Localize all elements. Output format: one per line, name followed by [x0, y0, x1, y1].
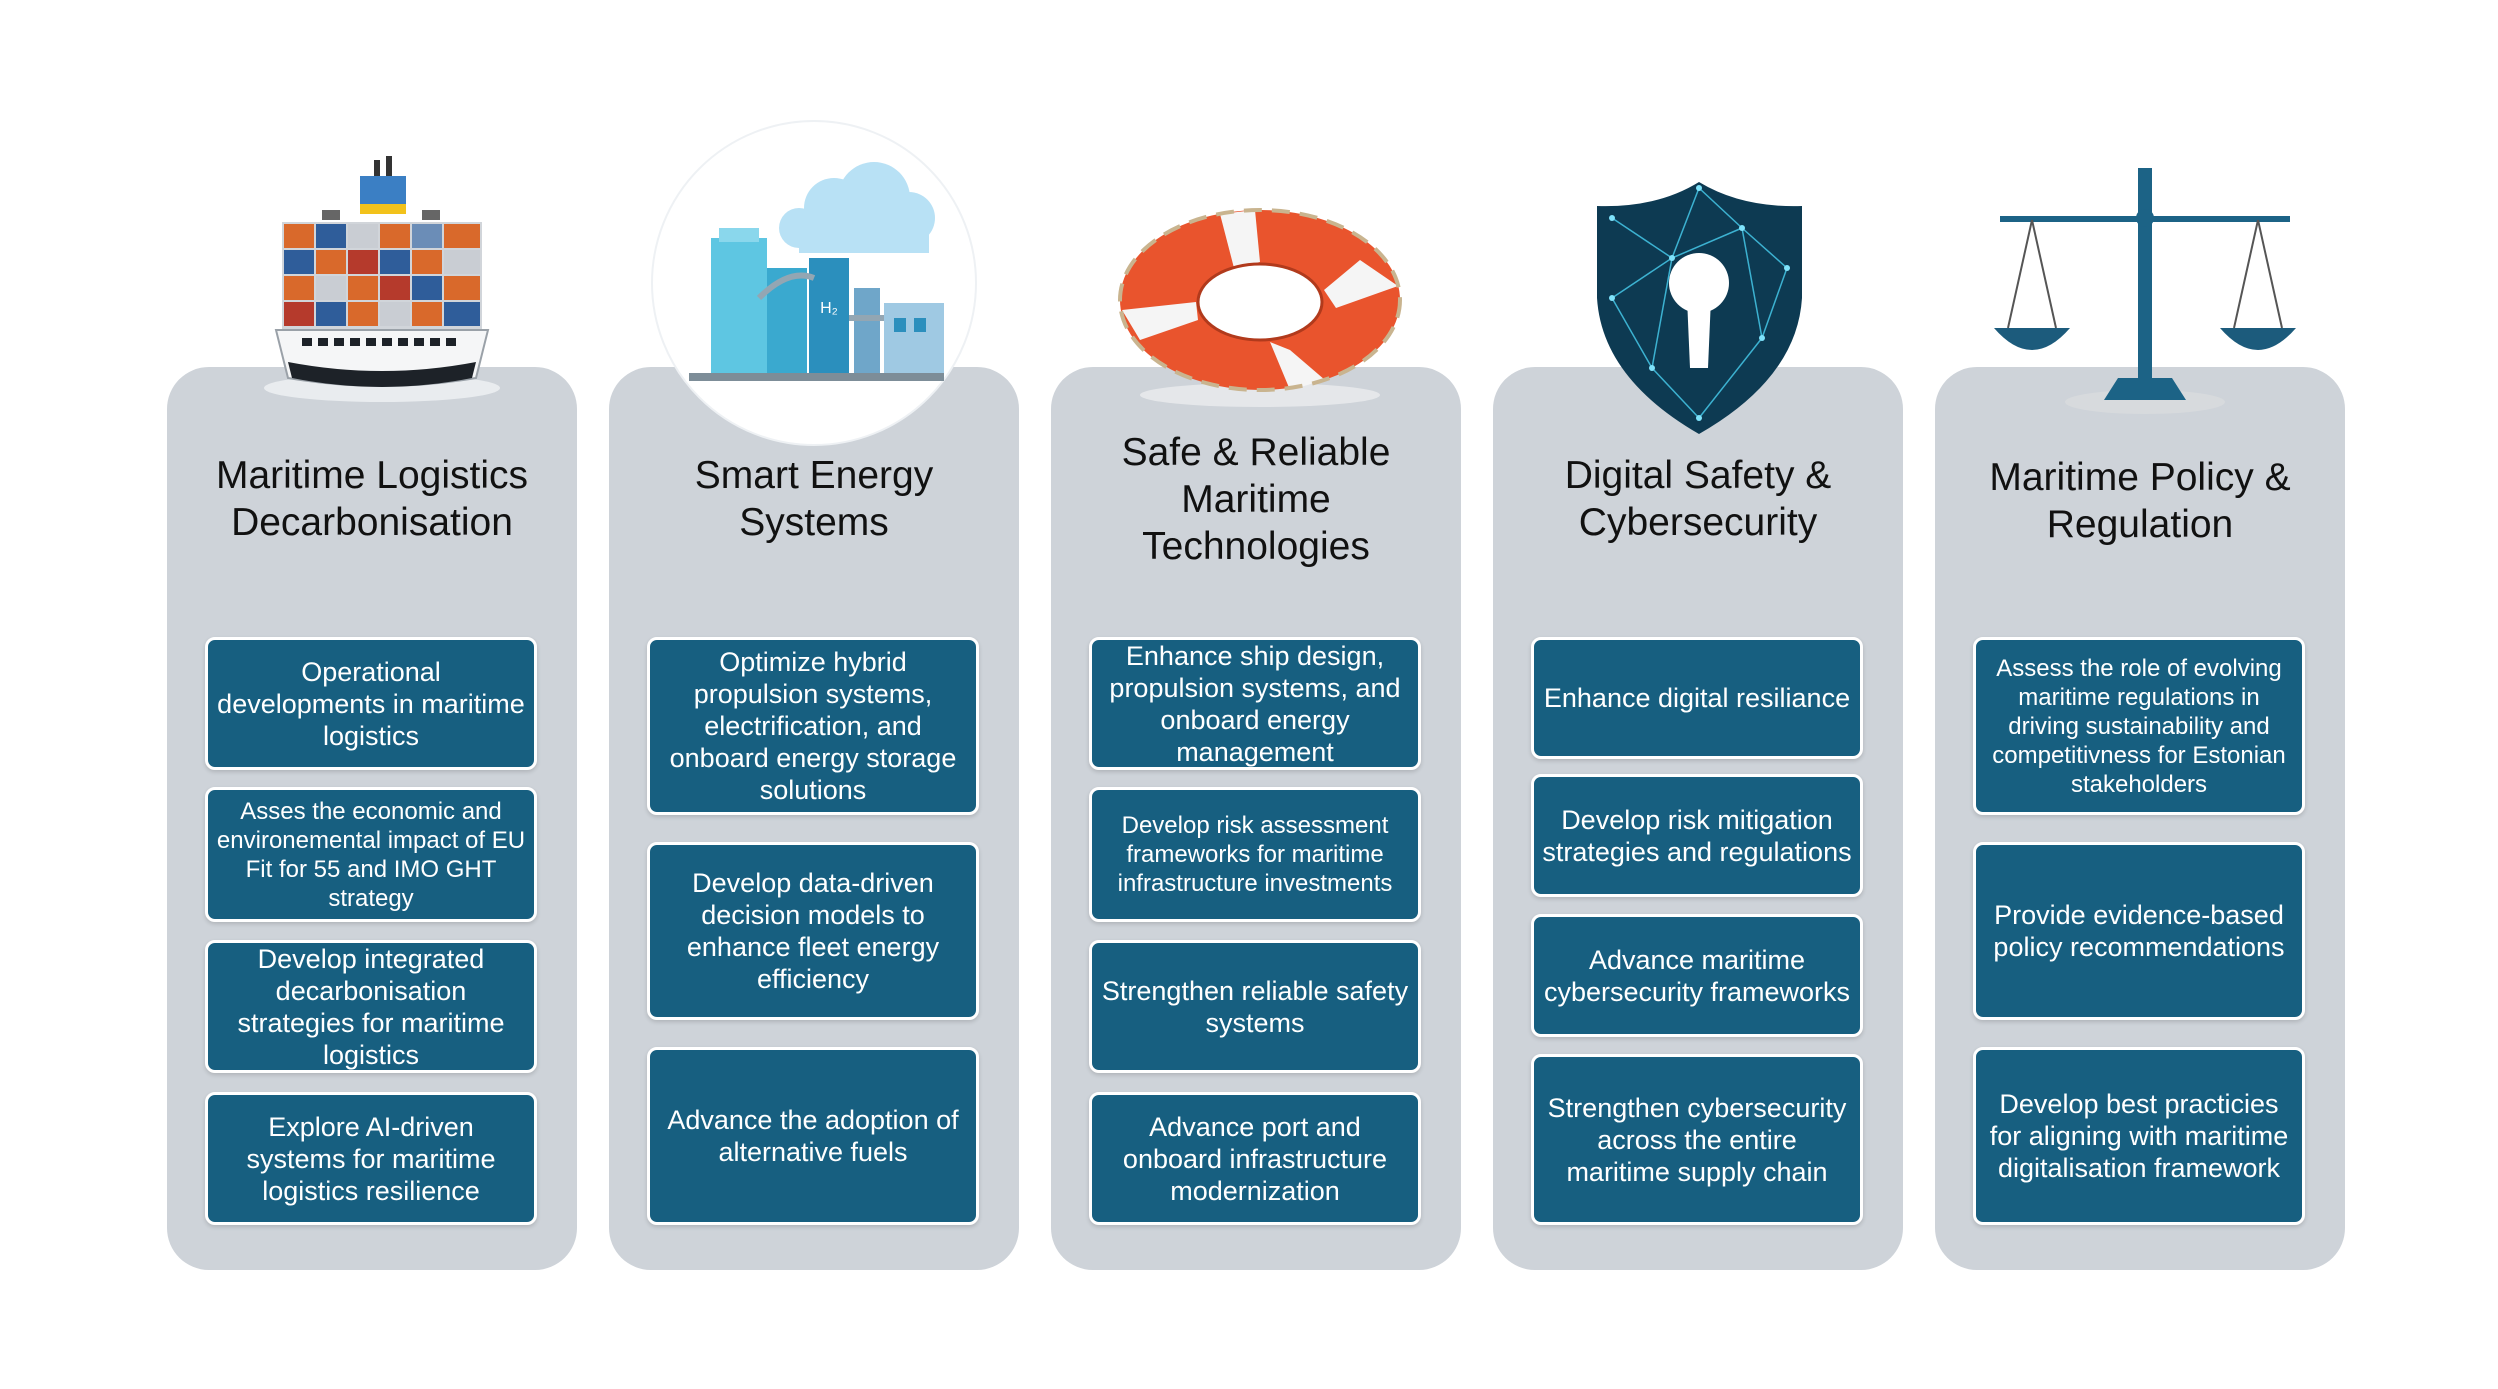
column-maritime-policy: Maritime Policy & Regulation Assess the … — [1935, 367, 2345, 1270]
shield-keyhole-icon — [1597, 182, 1802, 434]
list-item-text: Operational developments in maritime log… — [217, 656, 525, 751]
list-item: Assess the role of evolving maritime reg… — [1973, 637, 2305, 815]
list-item-text: Advance port and onboard infrastructure … — [1122, 1111, 1388, 1206]
h2-label: H₂ — [820, 300, 838, 317]
list-item: Asses the economic and environemental im… — [205, 787, 537, 922]
column-title: Smart Energy Systems — [694, 454, 934, 544]
list-item-text: Advance the adoption of alternative fuel… — [667, 1105, 959, 1167]
list-item: Advance maritime cybersecurity framework… — [1531, 914, 1863, 1037]
list-item: Develop data-driven decision models to e… — [647, 842, 979, 1020]
list-item-text: Enhance ship design, propulsion systems,… — [1109, 640, 1401, 767]
balance-scale-icon — [1994, 168, 2296, 414]
list-item-text: Develop best practicies for aligning wit… — [1989, 1089, 2289, 1183]
column-digital-safety: Digital Safety & Cybersecurity Enhance d… — [1493, 367, 1903, 1270]
list-item-text: Advance maritime cybersecurity framework… — [1543, 944, 1851, 1007]
list-item-text: Develop integrated decarbonisation strat… — [237, 943, 505, 1070]
list-item: Operational developments in maritime log… — [205, 637, 537, 770]
column-smart-energy: Smart Energy Systems Optimize hybrid pro… — [609, 367, 1019, 1270]
list-item-text: Develop data-driven decision models to e… — [686, 868, 940, 994]
list-item: Develop risk assessment frameworks for m… — [1089, 787, 1421, 922]
column-maritime-logistics: Maritime Logistics Decarbonisation Opera… — [167, 367, 577, 1270]
list-item-text: Develop risk assessment frameworks for m… — [1117, 812, 1393, 897]
list-item: Enhance digital resiliance — [1531, 637, 1863, 759]
list-item-text: Strengthen reliable safety systems — [1101, 975, 1409, 1038]
column-title: Digital Safety & Cybersecurity — [1564, 454, 1832, 544]
list-item: Provide evidence-based policy recommenda… — [1973, 842, 2305, 1020]
list-item: Develop risk mitigation strategies and r… — [1531, 774, 1863, 897]
list-item-text: Enhance digital resiliance — [1543, 683, 1851, 713]
list-item-text: Provide evidence-based policy recommenda… — [1993, 900, 2285, 962]
column-safe-reliable: Safe & Reliable Maritime Technologies En… — [1051, 367, 1461, 1270]
list-item: Explore AI-driven systems for maritime l… — [205, 1092, 537, 1225]
list-item: Develop best practicies for aligning wit… — [1973, 1047, 2305, 1225]
cargo-ship-icon — [264, 156, 500, 402]
column-title: Maritime Policy & Regulation — [1989, 456, 2291, 546]
list-item-text: Asses the economic and environemental im… — [216, 797, 526, 912]
list-item-text: Explore AI-driven systems for maritime l… — [246, 1111, 496, 1206]
life-buoy-icon — [1118, 208, 1402, 407]
list-item: Strengthen reliable safety systems — [1089, 940, 1421, 1073]
list-item: Optimize hybrid propulsion systems, elec… — [647, 637, 979, 815]
column-title: Maritime Logistics Decarbonisation — [215, 454, 529, 544]
list-item-text: Assess the role of evolving maritime reg… — [1992, 654, 2286, 798]
list-item: Advance the adoption of alternative fuel… — [647, 1047, 979, 1225]
list-item: Develop integrated decarbonisation strat… — [205, 940, 537, 1073]
list-item: Advance port and onboard infrastructure … — [1089, 1092, 1421, 1225]
hydrogen-plant-icon: H₂ — [651, 120, 977, 446]
list-item-text: Strengthen cybersecurity across the enti… — [1547, 1092, 1847, 1187]
list-item-text: Develop risk mitigation strategies and r… — [1542, 804, 1852, 867]
list-item: Enhance ship design, propulsion systems,… — [1089, 637, 1421, 770]
column-title: Safe & Reliable Maritime Technologies — [1121, 431, 1391, 568]
list-item: Strengthen cybersecurity across the enti… — [1531, 1054, 1863, 1225]
list-item-text: Optimize hybrid propulsion systems, elec… — [669, 647, 957, 805]
